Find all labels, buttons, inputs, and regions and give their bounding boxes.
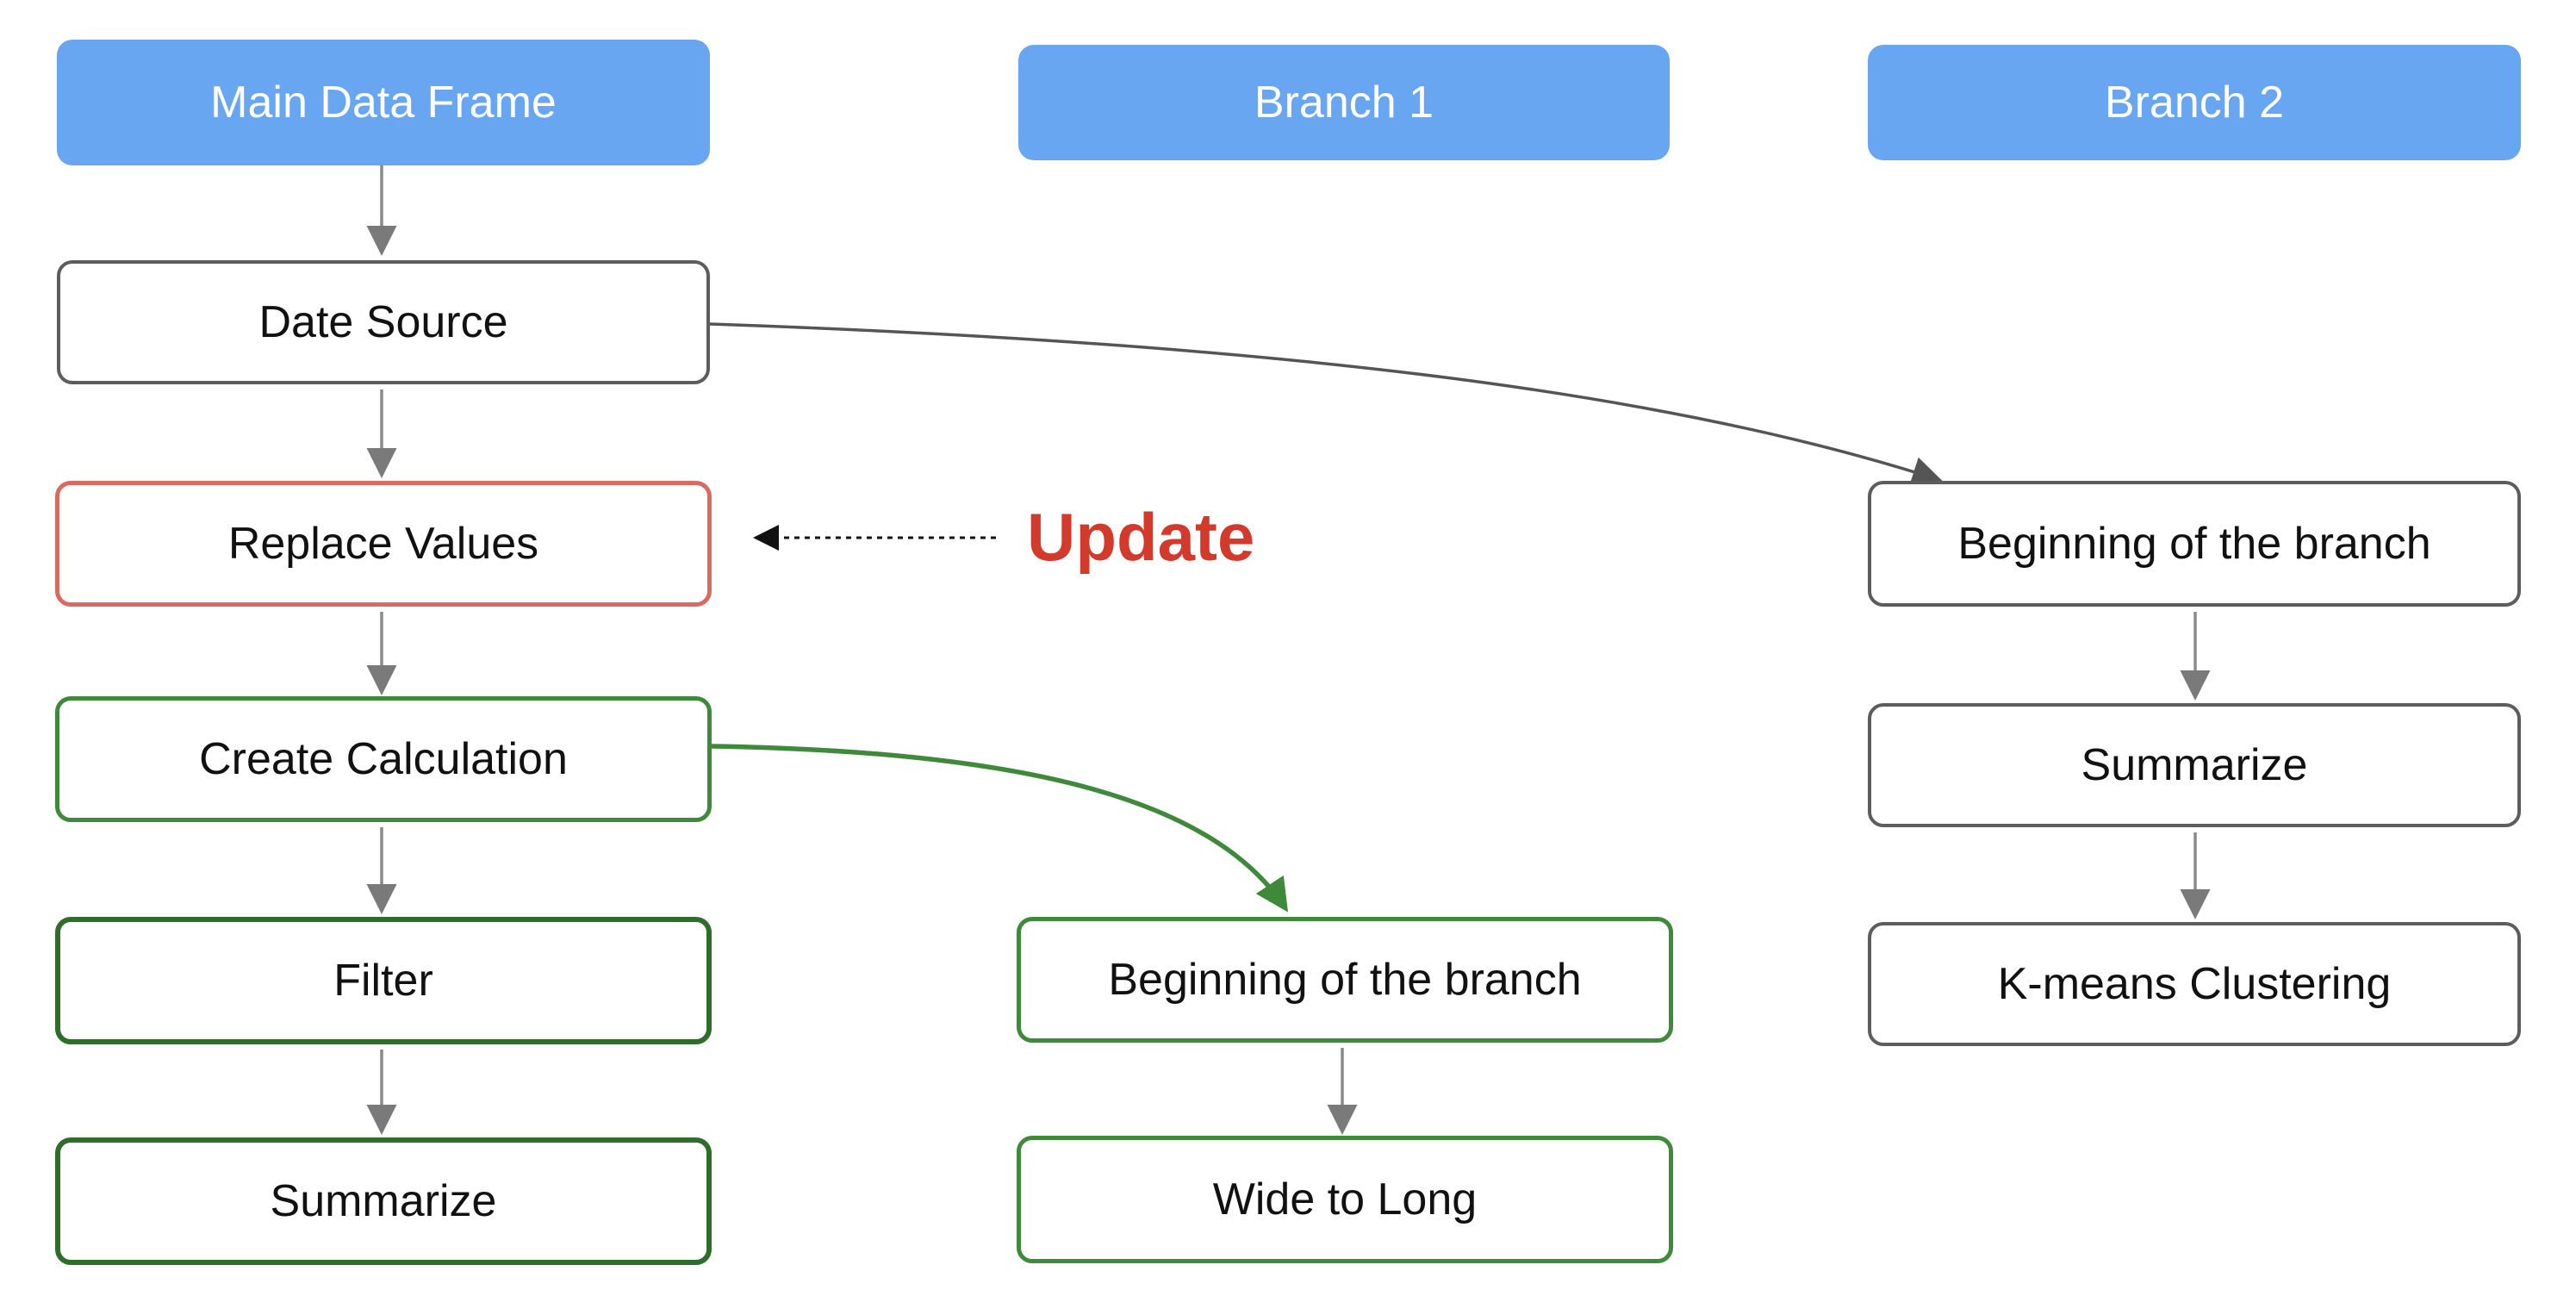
node-replace-values: Replace Values xyxy=(55,481,712,607)
node-branch2-beginning: Beginning of the branch xyxy=(1868,481,2521,607)
node-branch1-beginning: Beginning of the branch xyxy=(1017,917,1673,1043)
node-create-calculation-label: Create Calculation xyxy=(199,734,568,784)
arrow-date-source-to-branch2 xyxy=(709,322,1943,487)
node-branch1-beginning-label: Beginning of the branch xyxy=(1108,955,1582,1005)
header-branch2-label: Branch 2 xyxy=(2104,78,2285,128)
node-filter: Filter xyxy=(55,917,712,1044)
update-annotation: Update xyxy=(1027,499,1255,575)
node-date-source-label: Date Source xyxy=(258,297,508,347)
node-replace-values-label: Replace Values xyxy=(227,519,539,569)
node-wide-to-long-label: Wide to Long xyxy=(1212,1174,1478,1224)
header-branch-1: Branch 1 xyxy=(1018,45,1670,160)
node-branch2-beginning-label: Beginning of the branch xyxy=(1957,519,2431,569)
header-branch1-label: Branch 1 xyxy=(1254,78,1434,128)
node-branch2-summarize: Summarize xyxy=(1868,703,2521,827)
header-main-label: Main Data Frame xyxy=(210,78,557,128)
arrow-create-calculation-to-branch1 xyxy=(711,744,1289,913)
node-create-calculation: Create Calculation xyxy=(55,696,712,822)
node-kmeans-clustering-label: K-means Clustering xyxy=(1997,959,2392,1009)
node-wide-to-long: Wide to Long xyxy=(1017,1136,1673,1263)
node-main-summarize-label: Summarize xyxy=(270,1176,497,1226)
node-filter-label: Filter xyxy=(333,956,433,1006)
node-date-source: Date Source xyxy=(57,260,710,384)
node-branch2-summarize-label: Summarize xyxy=(2081,740,2308,790)
node-main-summarize: Summarize xyxy=(55,1137,712,1265)
header-main-data-frame: Main Data Frame xyxy=(57,40,710,165)
header-branch-2: Branch 2 xyxy=(1868,45,2521,160)
node-kmeans-clustering: K-means Clustering xyxy=(1868,922,2521,1046)
